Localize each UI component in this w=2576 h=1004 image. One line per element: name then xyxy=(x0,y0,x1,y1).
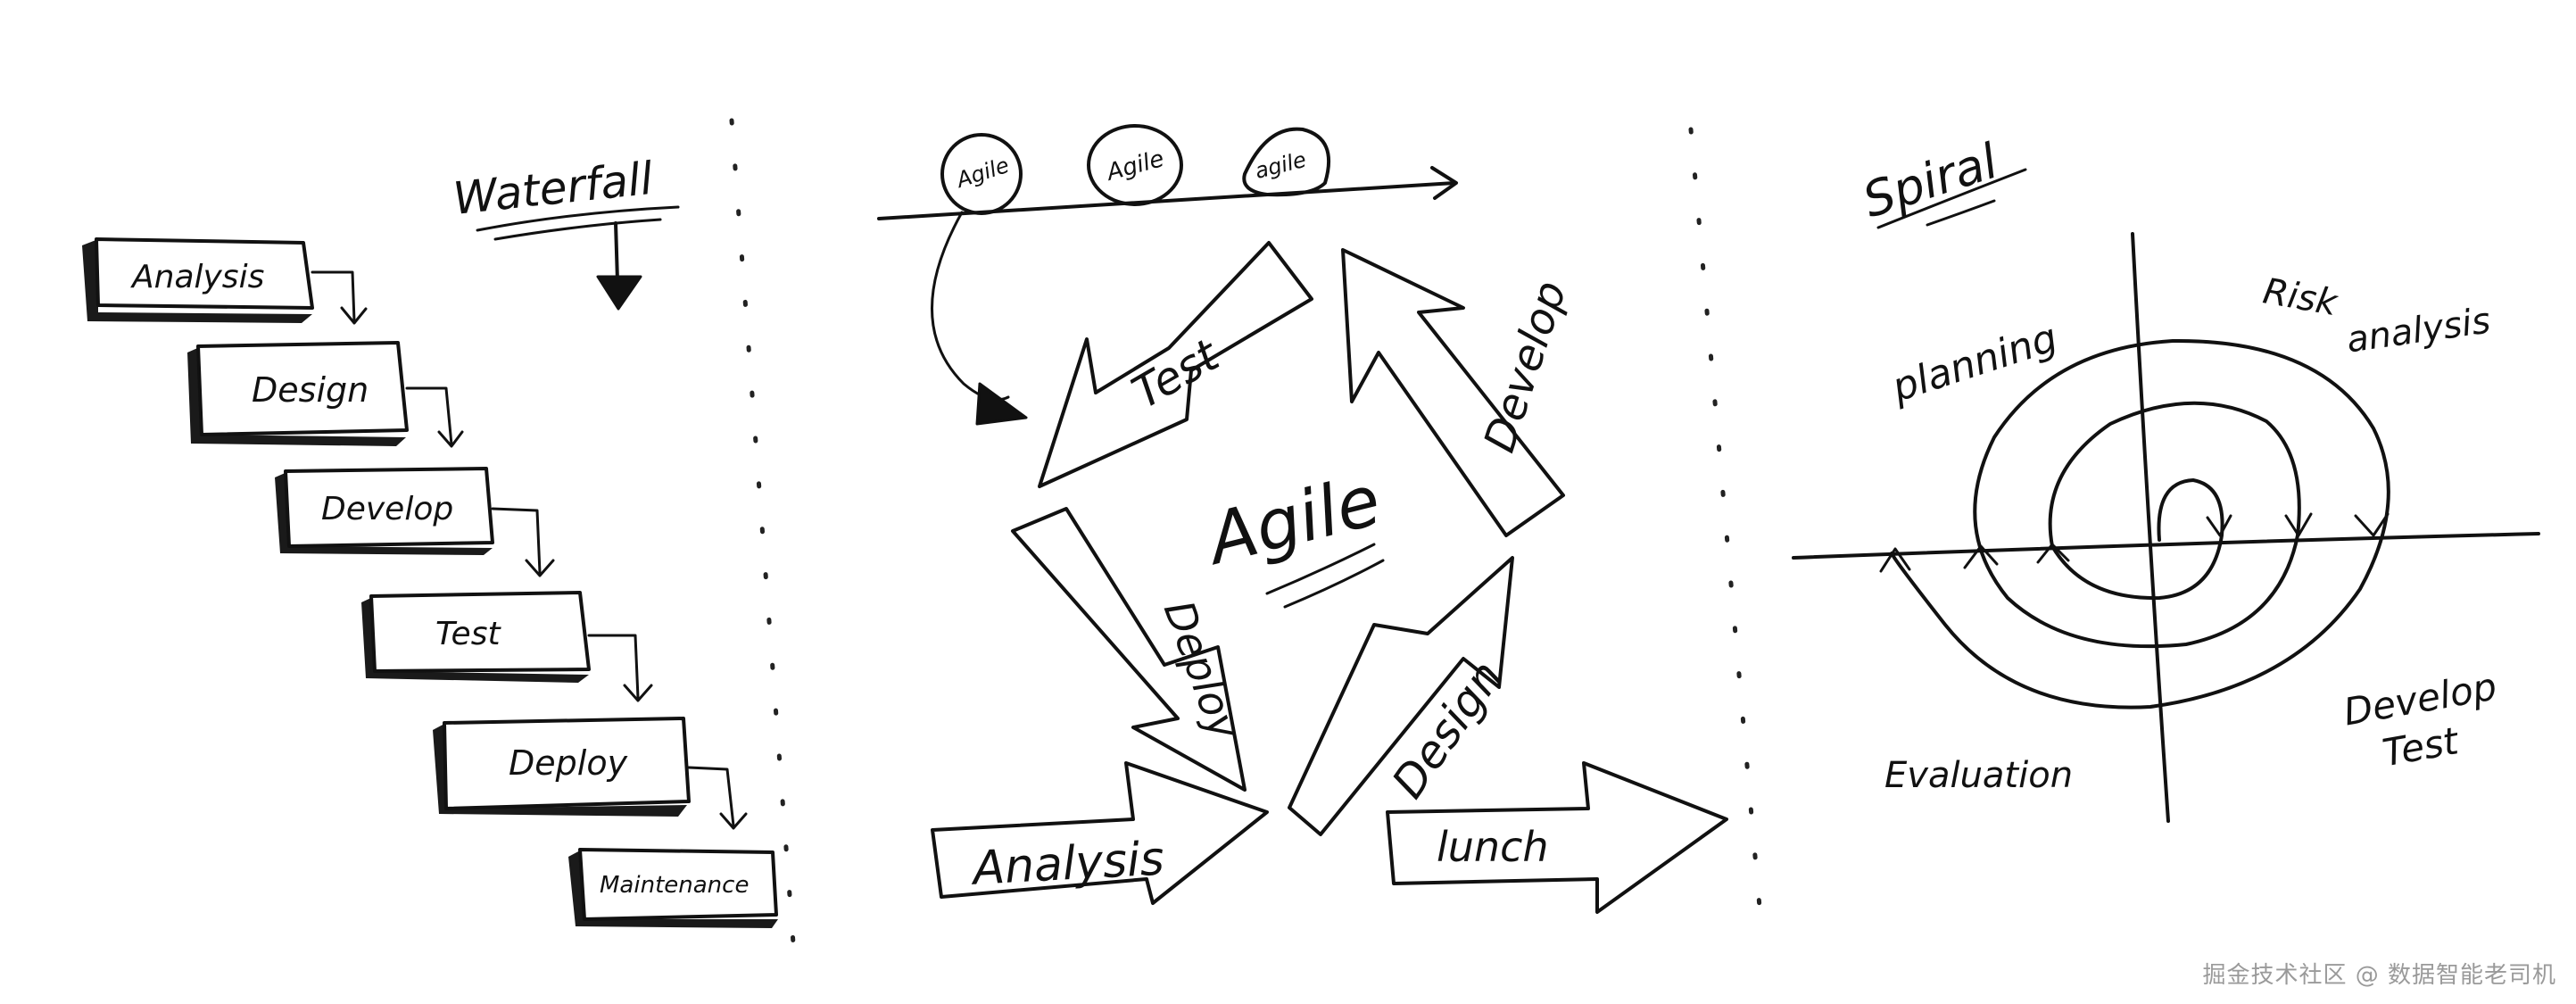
spiral-tick-icon xyxy=(2354,512,2390,537)
agile-arrow-deploy xyxy=(1011,507,1247,792)
waterfall-connector-5 xyxy=(687,766,735,827)
sprint-label-1: Agile xyxy=(952,153,1012,194)
curve-arrowhead-icon xyxy=(975,382,1028,426)
waterfall-stage-deploy: Deploy xyxy=(433,717,691,817)
waterfall-title: Waterfall xyxy=(451,153,655,225)
sprint-label-3: agile xyxy=(1253,147,1309,184)
waterfall-connector-4 xyxy=(587,634,640,700)
spiral-tick-icon xyxy=(2284,512,2313,537)
agile-timeline xyxy=(877,181,1456,220)
agile-arrow-lunch xyxy=(1386,761,1728,914)
waterfall-arrow-shaft xyxy=(614,221,619,283)
stage-label-analysis: Analysis xyxy=(130,259,264,295)
separator-right xyxy=(1688,127,1765,940)
spiral-title-underline-1 xyxy=(1876,168,2027,229)
arrowhead-icon xyxy=(437,430,464,448)
arrowhead-icon xyxy=(719,812,748,830)
waterfall-stage-develop: Develop xyxy=(275,467,494,555)
waterfall-title-underline xyxy=(476,205,680,232)
spiral-title-underline-2 xyxy=(1926,199,1996,227)
spiral-axis-horizontal xyxy=(1792,532,2540,560)
stage-label-maintenance: Maintenance xyxy=(600,872,749,899)
agile-arrow-analysis xyxy=(931,761,1269,905)
agile-arrow-test xyxy=(1038,241,1313,488)
sprint-bubble-2 xyxy=(1087,124,1183,206)
arrowhead-icon xyxy=(340,306,368,325)
waterfall-title-underline-2 xyxy=(493,218,662,241)
spiral-title: Spiral xyxy=(1856,133,2004,228)
spiral-label-analysis: analysis xyxy=(2344,300,2493,361)
waterfall-connector-1 xyxy=(311,270,356,323)
arrowhead-icon xyxy=(525,559,555,577)
stage-label-test: Test xyxy=(435,616,501,652)
agile-underline-1 xyxy=(1265,543,1376,595)
arrowhead-icon xyxy=(623,684,653,702)
down-arrow-icon xyxy=(596,275,642,311)
waterfall-stage-maintenance: Maintenance xyxy=(568,848,778,928)
agile-arrow-design xyxy=(1288,556,1514,836)
separator-left xyxy=(729,118,797,958)
waterfall-connector-3 xyxy=(491,507,542,575)
spiral-tick-icon xyxy=(1963,544,1999,569)
stage-label-deploy: Deploy xyxy=(509,743,628,783)
waterfall-connector-2 xyxy=(405,386,453,446)
waterfall-stage-design: Design xyxy=(187,341,409,446)
spiral-axis-vertical xyxy=(2131,232,2170,823)
spiral-tick-icon xyxy=(2206,514,2232,537)
stage-label-design: Design xyxy=(252,370,369,410)
sprint-label-2: Agile xyxy=(1103,145,1167,187)
waterfall-stage-analysis: Analysis xyxy=(82,237,314,323)
spiral-label-test: Test xyxy=(2380,718,2463,775)
waterfall-stage-test: Test xyxy=(361,591,591,683)
agile-arrow-develop xyxy=(1341,248,1565,537)
spiral-label-evaluation: Evaluation xyxy=(1884,755,2073,796)
agile-underline-2 xyxy=(1283,559,1385,609)
agile-center-label: Agile xyxy=(1197,461,1388,582)
spiral-label-planning: planning xyxy=(1886,315,2063,411)
agile-label-lunch: lunch xyxy=(1437,823,1549,871)
sprint-bubble-1 xyxy=(940,133,1023,215)
sprint-bubble-3 xyxy=(1242,127,1331,197)
agile-section: Agile Agile agile Test Develop Design De… xyxy=(877,124,1728,914)
waterfall-section: Waterfall Analysis Design Develop Test xyxy=(82,153,778,928)
stage-label-develop: Develop xyxy=(321,491,453,527)
spiral-label-risk: Risk xyxy=(2260,270,2341,324)
spiral-section: Spiral planning Risk analysis Develop Te… xyxy=(1792,133,2540,823)
spiral-curve xyxy=(1890,338,2390,709)
timeline-arrowhead-icon xyxy=(1430,166,1458,200)
sprint-feedback-curve xyxy=(931,211,1010,402)
spiral-tick-icon xyxy=(2036,543,2070,564)
agile-label-analysis: Analysis xyxy=(969,833,1165,896)
watermark: 掘金技术社区 @ 数据智能老司机 xyxy=(2202,962,2556,989)
agile-label-develop: Develop xyxy=(1474,275,1576,458)
spiral-label-develop: Develop xyxy=(2340,664,2500,734)
spiral-tick-icon xyxy=(1879,547,1911,573)
